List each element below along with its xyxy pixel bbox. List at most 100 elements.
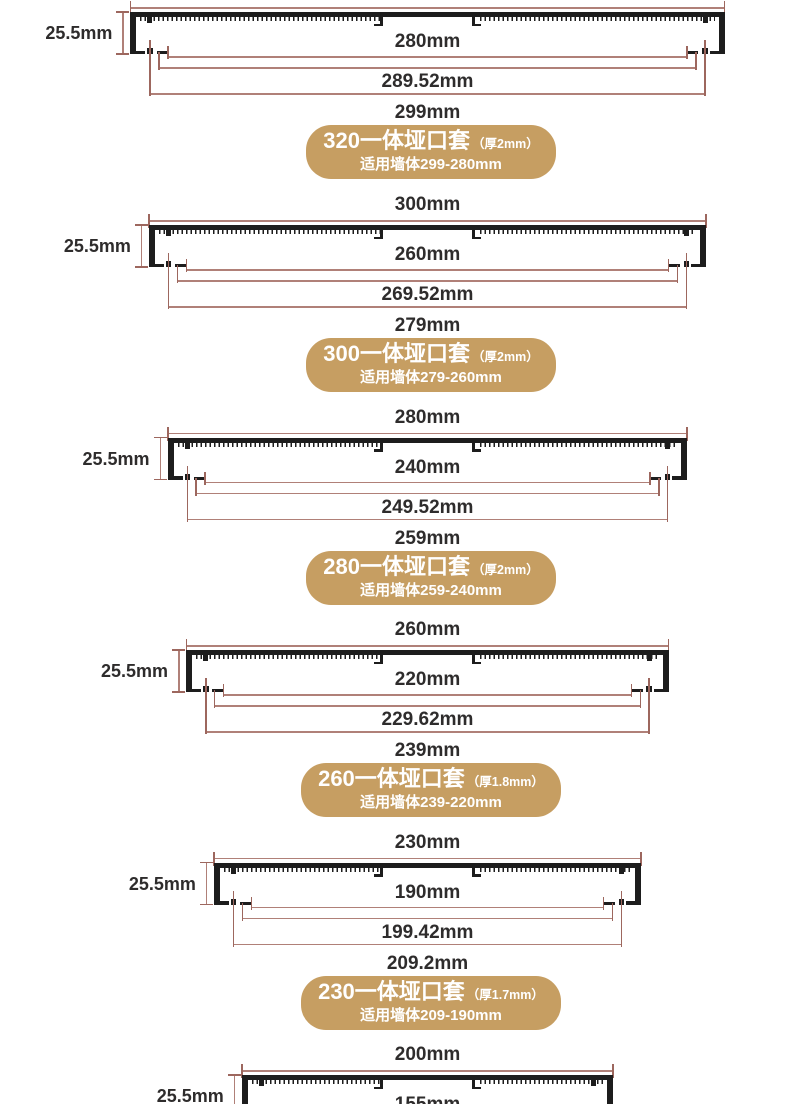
upper-tab-left [258, 1080, 264, 1086]
foot-plate-left [215, 901, 229, 905]
foot-tab-b-left [175, 264, 188, 267]
inner-dim-tick-right [686, 46, 688, 59]
upper-tab-left [230, 867, 236, 874]
badge-title: 230一体垭口套 [318, 978, 465, 1004]
foot-plate-right [672, 476, 686, 480]
top-dim-line [167, 432, 688, 434]
foot-tab-b-left [156, 51, 169, 54]
outer-dim-tick-right [648, 678, 650, 734]
profile-leg-right [681, 437, 688, 480]
inner-dim-line [204, 481, 651, 483]
outer-dim-line [233, 943, 622, 945]
foot-plate-left [132, 50, 146, 54]
height-dim-line [140, 225, 143, 267]
badge-thickness: （厚2mm） [472, 562, 539, 577]
profile-leg-left [241, 1075, 248, 1104]
inner-dim-tick-left [185, 259, 188, 272]
foot-tab-b-right [649, 476, 662, 480]
center-hook-left-foot [374, 449, 383, 452]
foot-tab-b-right [686, 51, 699, 54]
height-dim-tick-bottom [172, 691, 186, 693]
mid-dim-tick-left [241, 902, 244, 921]
mid-width-label: 229.62mm [381, 709, 474, 730]
inner-dim-tick-right [602, 896, 605, 910]
height-dim-label: 25.5mm [101, 661, 169, 681]
height-dim-tick-top [153, 436, 167, 438]
foot-tab-b-left [212, 689, 225, 692]
profile-serration-right [480, 655, 659, 659]
height-dim-tick-bottom [116, 53, 130, 55]
profile-serration-left [177, 442, 380, 447]
inner-dim-tick-left [250, 896, 253, 910]
inner-width-label: 240mm [394, 456, 461, 478]
height-dim-tick-bottom [153, 478, 167, 480]
top-dim-line [213, 857, 642, 859]
center-hook-right-stem [472, 655, 475, 664]
badge-thickness: （厚2mm） [472, 350, 539, 364]
upper-tab-right [646, 655, 652, 661]
top-dim-tick-right [612, 1064, 614, 1078]
outer-dim-tick-right [620, 890, 623, 947]
top-dim-tick-right [667, 639, 670, 653]
badge-title: 260一体垭口套 [318, 766, 465, 791]
center-hook-right-stem [472, 1080, 475, 1089]
inner-dim-tick-left [167, 46, 169, 59]
top-dim-line [148, 220, 707, 222]
outer-dim-line [168, 306, 687, 308]
top-dim-tick-left [148, 214, 150, 228]
profile-top-bar [167, 437, 688, 443]
top-dim-tick-left [241, 1064, 243, 1078]
top-dim-tick-left [167, 426, 169, 441]
profile-serration-right [480, 442, 678, 447]
profile-top-bar [130, 12, 725, 17]
mid-dim-tick-right [676, 265, 679, 283]
center-hook-right-foot [472, 449, 481, 452]
height-dim-tick-top [134, 224, 148, 226]
product-badge: 280一体垭口套（厚2mm）适用墙体259-240mm [271, 550, 591, 605]
inner-width-label: 190mm [394, 881, 461, 903]
badge-title-row: 230一体垭口套（厚1.7mm） [318, 978, 544, 1007]
mid-dim-line [242, 917, 613, 919]
profile-serration-left [251, 1080, 380, 1084]
top-width-label: 230mm [394, 831, 461, 853]
center-hook-right-stem [472, 867, 475, 877]
product-badge-pill: 230一体垭口套（厚1.7mm）适用墙体209-190mm [301, 975, 561, 1030]
profile-serration-right [480, 867, 632, 872]
profile-serration-left [158, 230, 380, 234]
mid-width-label: 199.42mm [381, 921, 474, 943]
product-badge-pill: 280一体垭口套（厚2mm）适用墙体259-240mm [306, 550, 556, 605]
upper-tab-left [184, 442, 190, 449]
height-dim-label: 25.5mm [45, 23, 113, 43]
outer-width-label: 209.2mm [386, 952, 469, 974]
inner-width-label: 220mm [394, 669, 461, 690]
outer-dim-tick-left [167, 253, 170, 309]
top-dim-tick-right [705, 214, 707, 228]
height-dim-tick-top [227, 1074, 241, 1076]
foot-tab-b-left [240, 901, 253, 905]
product-badge: 230一体垭口套（厚1.7mm）适用墙体209-190mm [271, 975, 591, 1030]
upper-tab-right [591, 1080, 597, 1086]
foot-plate-left [188, 688, 202, 692]
top-dim-tick-right [640, 851, 642, 866]
badge-title: 280一体垭口套 [323, 553, 471, 579]
profile-leg-left [130, 12, 137, 54]
top-dim-tick-left [129, 1, 132, 15]
profile-serration-right [480, 230, 697, 234]
height-dim-line [159, 437, 161, 480]
center-hook-left-stem [380, 230, 383, 239]
center-hook-right-foot [472, 23, 481, 26]
profile-leg-left [148, 225, 155, 267]
mid-dim-tick-right [695, 52, 697, 70]
badge-title: 320一体垭口套 [323, 128, 471, 153]
height-dim-label: 25.5mm [63, 236, 131, 256]
mid-dim-tick-right [611, 902, 614, 921]
upper-tab-left [165, 230, 171, 236]
inner-dim-line [251, 906, 604, 908]
center-hook-right-foot [472, 236, 481, 239]
inner-dim-tick-left [204, 471, 206, 485]
